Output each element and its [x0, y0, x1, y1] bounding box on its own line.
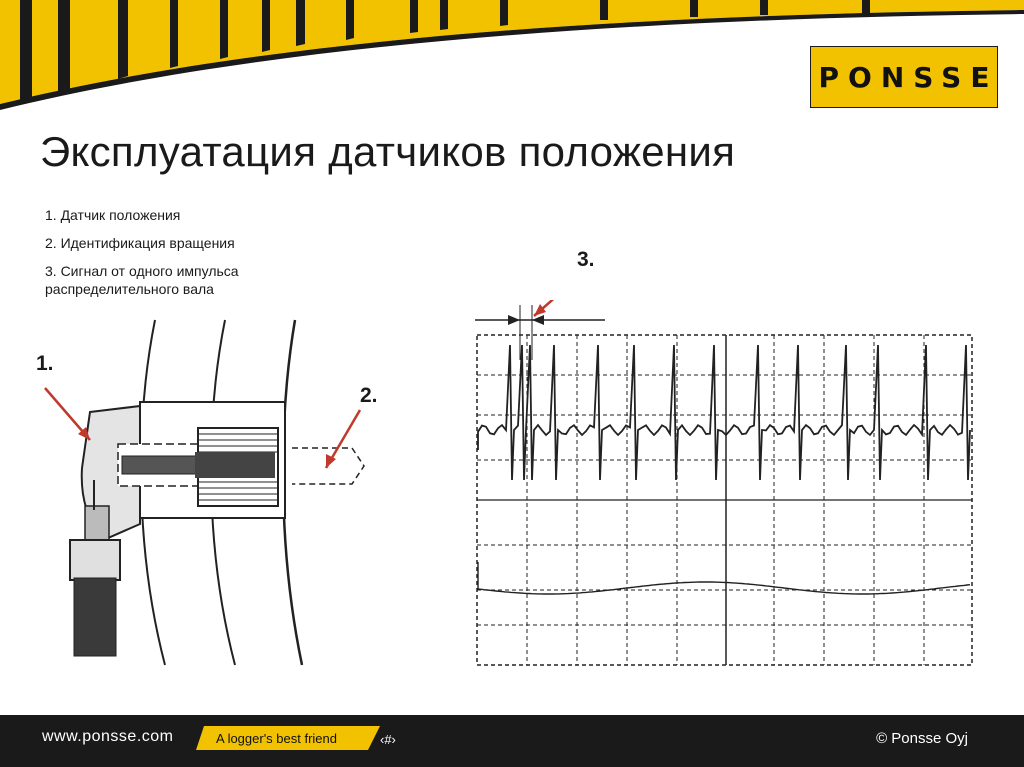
- list-item: 3. Сигнал от одного импульса: [45, 263, 239, 279]
- footer-bar: www.ponsse.com A logger's best friend ‹#…: [0, 715, 1024, 767]
- ponsse-logo: PONSSE: [810, 46, 998, 108]
- sensor-cross-section-drawing: [44, 319, 365, 666]
- list-item: распределительного вала: [45, 281, 214, 297]
- footer-url[interactable]: www.ponsse.com: [42, 728, 174, 745]
- list-item: 1. Датчик положения: [45, 207, 181, 223]
- footer-copyright: © Ponsse Oyj: [876, 730, 968, 747]
- callout-2: 2.: [360, 384, 378, 407]
- tagline-badge: [196, 726, 380, 750]
- callout-1: 1.: [36, 352, 54, 375]
- legend-list: 1. Датчик положения 2. Идентификация вра…: [45, 206, 239, 298]
- oscilloscope-signal-trace: [475, 300, 973, 666]
- list-item: 2. Идентификация вращения: [45, 235, 235, 251]
- footer-tagline: A logger's best friend: [216, 731, 337, 746]
- header-stripe-band: [0, 0, 1024, 110]
- slide-title: Эксплуатация датчиков положения: [40, 128, 736, 175]
- page-number: ‹#›: [380, 732, 396, 747]
- callout-3: 3.: [577, 248, 595, 271]
